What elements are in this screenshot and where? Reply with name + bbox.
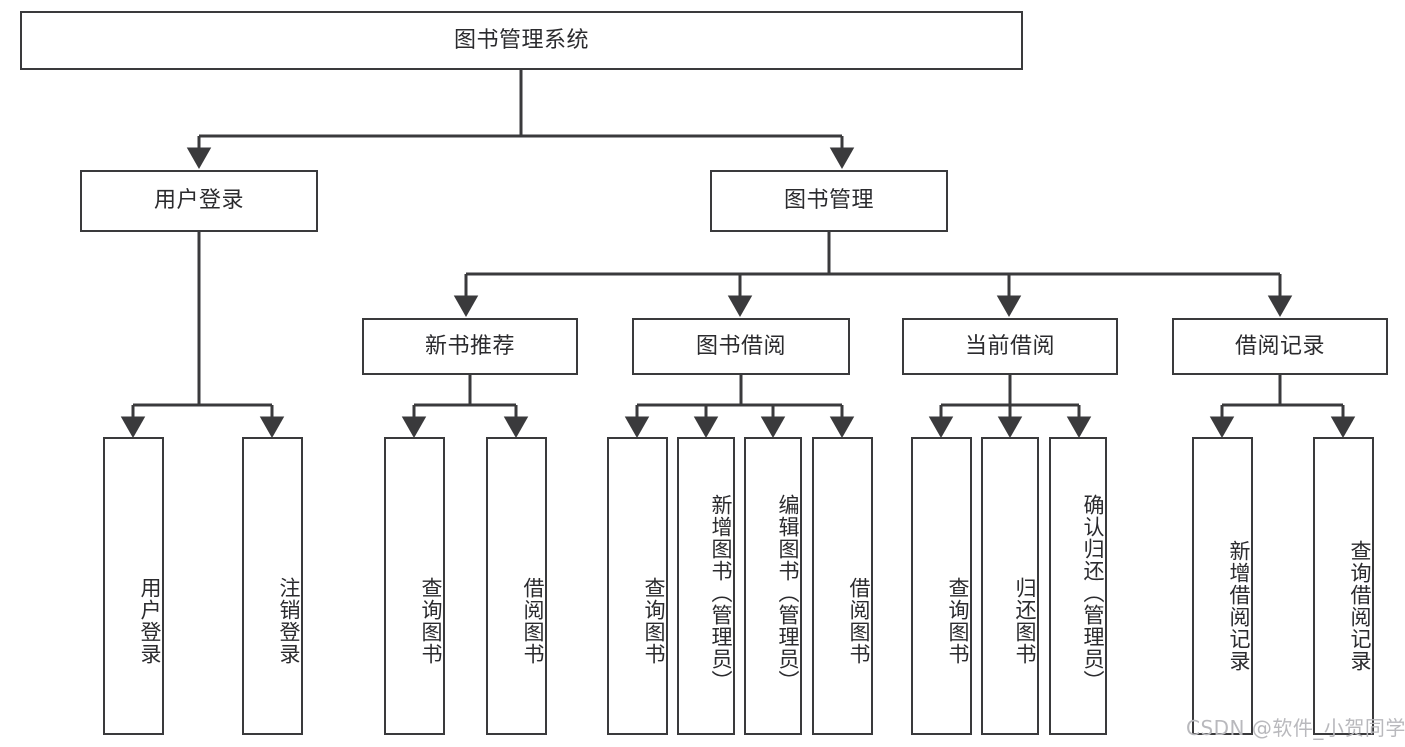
node-leaf-user-login-label: 用户登录 — [138, 577, 162, 665]
node-leaf-rec-borrow-label: 借阅图书 — [521, 577, 545, 665]
node-leaf-cur-return[interactable]: 归还图书 — [981, 437, 1039, 735]
node-leaf-borrow-lend-label: 借阅图书 — [847, 577, 871, 665]
node-leaf-borrow-add-label: 新增图书（管理员） — [709, 494, 733, 692]
node-root[interactable]: 图书管理系统 — [20, 11, 1023, 70]
node-leaf-rec-borrow[interactable]: 借阅图书 — [486, 437, 547, 735]
node-leaf-rec-search-label: 查询借阅记录 — [1348, 540, 1372, 672]
node-user-login-label: 用户登录 — [153, 188, 244, 214]
node-root-label: 图书管理系统 — [453, 27, 589, 53]
node-leaf-cur-confirm[interactable]: 确认归还（管理员） — [1049, 437, 1107, 735]
node-borrow-record[interactable]: 借阅记录 — [1172, 318, 1388, 375]
node-leaf-cur-query[interactable]: 查询图书 — [911, 437, 972, 735]
node-leaf-cur-confirm-label: 确认归还（管理员） — [1081, 494, 1105, 692]
node-leaf-borrow-add[interactable]: 新增图书（管理员） — [677, 437, 735, 735]
node-leaf-borrow-query[interactable]: 查询图书 — [607, 437, 668, 735]
node-book-manage-label: 图书管理 — [783, 188, 874, 214]
node-new-book-rec-label: 新书推荐 — [424, 333, 515, 359]
node-leaf-borrow-edit-label: 编辑图书（管理员） — [776, 494, 800, 692]
node-book-manage[interactable]: 图书管理 — [710, 170, 948, 232]
node-leaf-borrow-lend[interactable]: 借阅图书 — [812, 437, 873, 735]
node-leaf-rec-add-label: 新增借阅记录 — [1227, 540, 1251, 672]
node-book-borrow-label: 图书借阅 — [695, 333, 786, 359]
node-leaf-rec-query[interactable]: 查询图书 — [384, 437, 445, 735]
node-leaf-user-login[interactable]: 用户登录 — [103, 437, 164, 735]
node-new-book-rec[interactable]: 新书推荐 — [362, 318, 578, 375]
node-leaf-rec-query-label: 查询图书 — [419, 577, 443, 665]
node-current-borrow[interactable]: 当前借阅 — [902, 318, 1118, 375]
node-leaf-borrow-edit[interactable]: 编辑图书（管理员） — [744, 437, 802, 735]
node-current-borrow-label: 当前借阅 — [964, 333, 1055, 359]
csdn-watermark: CSDN @软件_小贺同学 — [1186, 716, 1405, 740]
node-leaf-cur-return-label: 归还图书 — [1013, 577, 1037, 665]
node-leaf-user-logout-label: 注销登录 — [277, 577, 301, 665]
node-book-borrow[interactable]: 图书借阅 — [632, 318, 850, 375]
node-leaf-rec-search[interactable]: 查询借阅记录 — [1313, 437, 1374, 735]
node-borrow-record-label: 借阅记录 — [1234, 333, 1325, 359]
node-leaf-rec-add[interactable]: 新增借阅记录 — [1192, 437, 1253, 735]
node-leaf-borrow-query-label: 查询图书 — [642, 577, 666, 665]
node-user-login[interactable]: 用户登录 — [80, 170, 318, 232]
node-leaf-user-logout[interactable]: 注销登录 — [242, 437, 303, 735]
node-leaf-cur-query-label: 查询图书 — [946, 577, 970, 665]
